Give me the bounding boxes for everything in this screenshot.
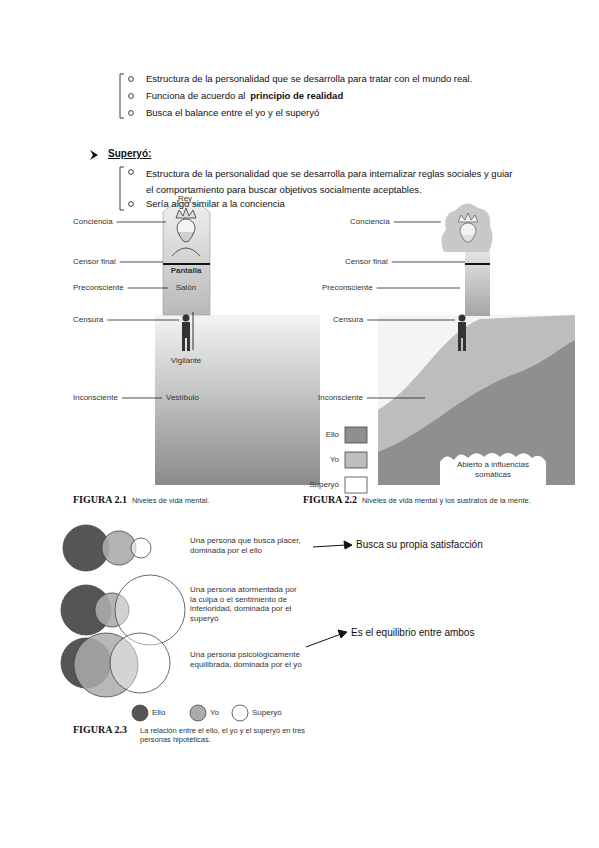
guard-figure: [182, 312, 193, 351]
superego-region: [378, 315, 575, 485]
figure-label: Conciencia: [350, 217, 390, 227]
figure-number: FIGURA 2.3: [73, 724, 127, 736]
note-arrow: [306, 541, 352, 647]
bullet: [129, 111, 134, 116]
leader-line: [122, 398, 162, 399]
body-text: Estructura de la personalidad que se des…: [146, 73, 472, 84]
figure-label: Censor final: [345, 257, 388, 267]
tower: [163, 202, 210, 315]
legend-swatch: [132, 705, 148, 721]
figure-label: Censura: [73, 315, 103, 325]
figure-number: FIGURA 2.1: [73, 494, 127, 506]
somatic-cloud: [440, 453, 546, 486]
screen-line: [163, 263, 210, 265]
figure-label: Inconsciente: [318, 393, 363, 403]
figure-label: Rey: [170, 194, 200, 204]
leader-line: [107, 320, 179, 321]
figure-label: Pantalla: [161, 266, 211, 276]
body-text: Busca el balance entre el yo y el supery…: [146, 107, 319, 118]
figure-label: Una persona psicológicamente equilibrada…: [190, 650, 306, 669]
legend-text: Superyó: [252, 708, 282, 718]
figure-label: Busca su propia satisfacción: [356, 539, 483, 551]
leader-lines: [107, 222, 465, 398]
legend-text: Ello: [152, 708, 165, 718]
figure-label: Censor final: [73, 257, 116, 267]
body-text: principio de realidad: [250, 90, 343, 101]
figure-label: Vigilante: [156, 356, 216, 366]
bracket: [120, 74, 124, 118]
leader-line: [117, 222, 166, 223]
conscious-cloud: [441, 203, 492, 252]
bullet: [129, 94, 134, 99]
figure-number: FIGURA 2.2: [303, 494, 357, 506]
guard-figure: [458, 315, 466, 352]
leader-line: [367, 320, 455, 321]
figure-label: Inconsciente: [73, 393, 118, 403]
figure-label: Una persona atormentada por la culpa o e…: [190, 585, 302, 623]
bullet-bracket: [120, 74, 133, 210]
leader-line: [367, 398, 425, 399]
bracket: [120, 167, 124, 210]
bullet: [129, 170, 134, 175]
figure-label: Salón: [161, 283, 211, 293]
bullet: [129, 202, 134, 207]
arrow-bullet: [90, 150, 98, 160]
king-figure: [172, 208, 200, 256]
legend-swatch: [190, 705, 206, 721]
tower: [465, 250, 490, 316]
leader-line: [128, 288, 168, 289]
legend-text: Ello: [326, 430, 339, 440]
personality-circles: [61, 525, 185, 697]
leader-line: [120, 262, 163, 263]
id-region: [378, 340, 575, 485]
body-text: Funciona de acuerdo al: [146, 90, 245, 101]
body-text: Sería algo similar a la conciencia: [146, 198, 285, 209]
leader-line: [377, 288, 460, 289]
leader-line: [394, 222, 441, 223]
legend-swatch: [232, 705, 248, 721]
figure-label: Preconsciente: [73, 283, 124, 293]
figure-label: Vestíbulo: [166, 393, 199, 403]
ego-region: [378, 315, 575, 485]
body-text: Superyó:: [108, 148, 151, 160]
figure-label: Preconsciente: [322, 283, 373, 293]
figure-label: Conciencia: [73, 217, 113, 227]
screen-line: [465, 263, 490, 265]
legend-text: Superyó: [309, 480, 339, 490]
figure-label: Es el equilibrio entre ambos: [351, 627, 474, 639]
body-text: Estructura de la personalidad que se des…: [146, 166, 518, 198]
figure-label: Una persona que busca placer, dominada p…: [190, 536, 310, 555]
king-figure: [458, 213, 478, 243]
figure-label: La relación entre el ello, el yo y el su…: [140, 726, 330, 744]
legend-swatch: [345, 427, 367, 443]
leader-line: [392, 262, 465, 263]
figure-label: Abierto a influencias somáticas: [448, 460, 538, 479]
figure-label: Niveles de vida mental.: [132, 496, 210, 505]
figure-label: Niveles de vida mental y los sustratos d…: [362, 496, 531, 505]
bullet: [129, 77, 134, 82]
legend-swatch: [345, 477, 367, 493]
figure-label: Censura: [333, 315, 363, 325]
unconscious-box: [155, 315, 320, 485]
legend-text: Yo: [330, 455, 339, 465]
legend-swatch: [345, 452, 367, 468]
legend-text: Yo: [210, 708, 219, 718]
